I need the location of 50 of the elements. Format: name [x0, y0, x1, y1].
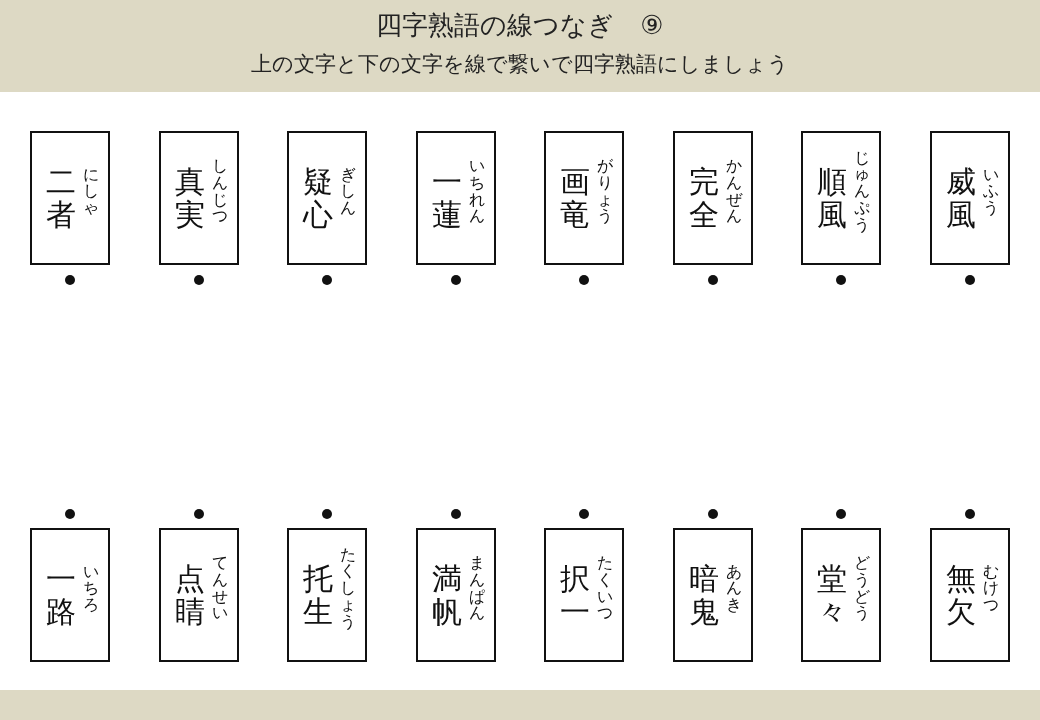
kanji-text: 点睛	[174, 562, 205, 628]
word-card	[287, 131, 367, 265]
furigana-text: ぎしん	[340, 166, 356, 217]
word-card	[672, 528, 753, 662]
word-card	[929, 131, 1010, 265]
kanji-text: 暗鬼	[688, 562, 719, 628]
furigana-text: まんぱん	[468, 555, 485, 623]
furigana-text: いちれん	[468, 158, 485, 226]
kanji-text: 威風	[945, 165, 976, 231]
furigana-text: むけつ	[982, 563, 999, 614]
word-card	[672, 131, 753, 265]
kanji-text: 一蓮	[431, 165, 462, 231]
word-card	[30, 528, 110, 662]
furigana-text: にしゃ	[83, 166, 99, 217]
kanji-text: 堂々	[817, 562, 847, 628]
furigana-text: かんぜん	[725, 158, 742, 226]
kanji-text: 疑心	[303, 165, 333, 231]
furigana-text: あんき	[725, 563, 742, 614]
kanji-text: 完全	[688, 165, 719, 231]
furigana-text: がりょう	[597, 158, 613, 226]
word-card	[801, 528, 881, 662]
word-card	[929, 528, 1010, 662]
kanji-text: 満帆	[431, 562, 462, 628]
furigana-text: いちろ	[83, 563, 99, 614]
instruction-text: 上の文字と下の文字を線で繋いで四字熟語にしましょう	[250, 51, 790, 78]
furigana-text: てんせい	[211, 555, 228, 623]
word-card	[801, 131, 881, 265]
furigana-text: いふう	[982, 166, 999, 217]
kanji-text: 一路	[46, 562, 76, 628]
furigana-text: たくいつ	[597, 555, 613, 623]
kanji-text: 托生	[303, 562, 333, 628]
word-card	[158, 131, 239, 265]
kanji-text: 無欠	[945, 562, 976, 628]
kanji-text: 真実	[174, 165, 205, 231]
furigana-text: しんじつ	[211, 158, 228, 226]
word-card	[287, 528, 367, 662]
title: 四字熟語の線つなぎ ⑨	[375, 9, 665, 42]
kanji-text: 順風	[817, 165, 847, 231]
word-card	[415, 528, 496, 662]
word-card	[158, 528, 239, 662]
furigana-text: じゅんぷう	[854, 149, 870, 234]
furigana-text: どうどう	[854, 555, 870, 623]
word-card	[30, 131, 110, 265]
kanji-text: 画竜	[560, 165, 590, 231]
word-card	[544, 131, 624, 265]
word-card	[415, 131, 496, 265]
word-card	[544, 528, 624, 662]
kanji-text: 二者	[46, 165, 76, 231]
kanji-text: 択一	[560, 562, 590, 628]
furigana-text: たくしょう	[340, 546, 356, 631]
